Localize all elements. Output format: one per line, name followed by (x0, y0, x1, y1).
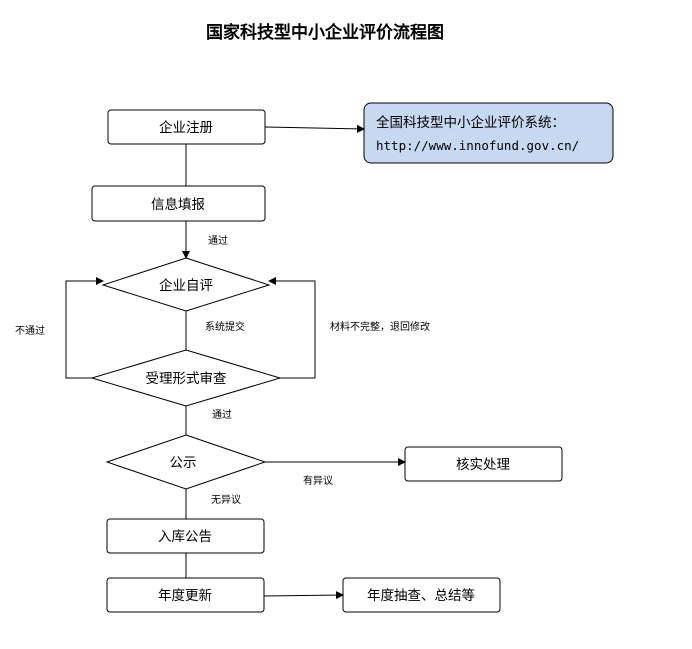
system-note: 全国科技型中小企业评价系统： http://www.innofund.gov.c… (363, 102, 614, 164)
node-verify-label: 核实处理 (456, 457, 510, 473)
node-annual-update-label: 年度更新 (158, 588, 212, 604)
node-fill-info-label: 信息填报 (151, 196, 205, 213)
edge-review-fail-loop (65, 277, 104, 379)
node-verify: 核实处理 (404, 446, 563, 482)
node-form-review: 受理形式审查 (90, 349, 282, 407)
node-publicity: 公示 (105, 434, 267, 490)
node-register: 企业注册 (107, 109, 266, 145)
edge-label-submit: 系统提交 (205, 320, 245, 333)
node-storage-label: 入库公告 (158, 529, 212, 545)
system-note-url: http://www.innofund.gov.cn/ (376, 138, 579, 153)
edge-label-no-objection: 无异议 (211, 494, 241, 506)
node-annual-check-label: 年度抽查、总结等 (367, 587, 475, 604)
edge-label-not-pass: 不通过 (15, 324, 45, 337)
edge-review-incomplete-loop (268, 277, 316, 379)
node-fill-info: 信息填报 (91, 185, 266, 222)
node-form-review-label: 受理形式审查 (146, 371, 227, 387)
edge-label-incomplete: 材料不完整，退回修改 (330, 320, 430, 333)
node-storage: 入库公告 (106, 518, 265, 554)
edge-label-objection: 有异议 (303, 474, 333, 487)
node-self-eval: 企业自评 (101, 257, 271, 312)
node-self-eval-label: 企业自评 (159, 277, 213, 294)
edge-label-pass-2: 通过 (212, 408, 232, 421)
node-register-label: 企业注册 (159, 119, 213, 136)
node-annual-check: 年度抽查、总结等 (342, 577, 501, 613)
edge-annual-update-to-check (263, 591, 344, 600)
edge-label-pass-1: 通过 (208, 234, 228, 247)
node-annual-update: 年度更新 (106, 577, 265, 613)
node-publicity-label: 公示 (170, 455, 197, 471)
edge-register-to-note (264, 124, 365, 133)
diagram-title: 国家科技型中小企业评价流程图 (206, 22, 444, 43)
system-note-title: 全国科技型中小企业评价系统： (376, 114, 565, 131)
